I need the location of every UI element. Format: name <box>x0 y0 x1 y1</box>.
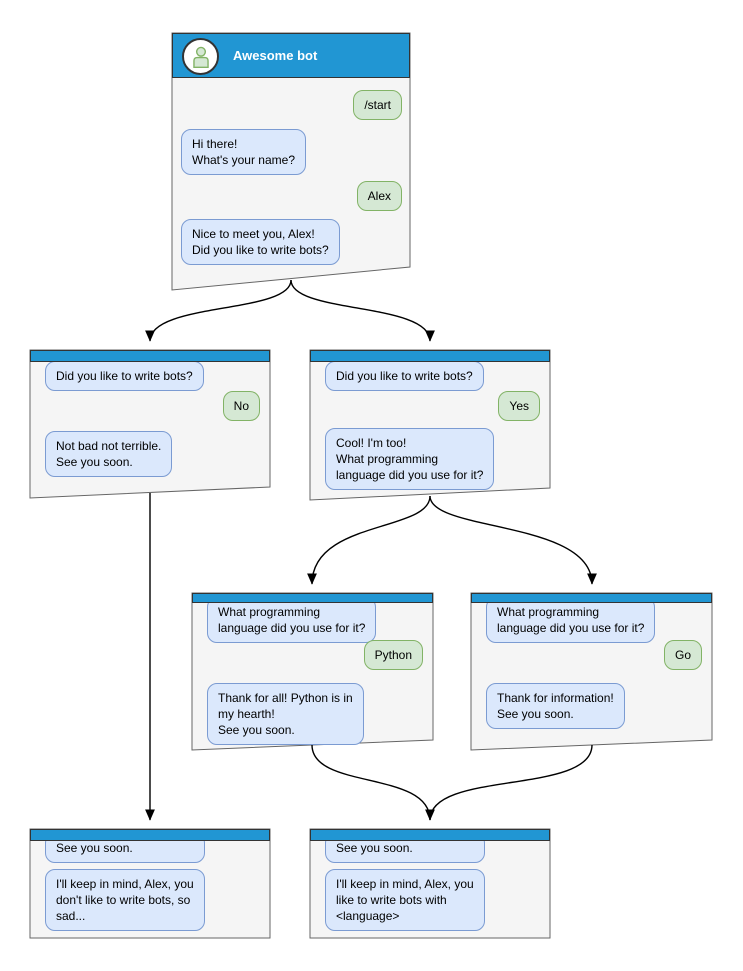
flow-arrow-yes-to-python <box>307 495 431 585</box>
chat-bubble-bot: What programming language did you use fo… <box>207 597 377 643</box>
chat-bubble-user: Alex <box>356 181 402 211</box>
flow-arrow-go-to-end <box>429 744 593 821</box>
chat-bubble-bot: Thank for information! See you soon. <box>486 683 625 729</box>
chat-bubble-bot: Thank for all! Python is in my hearth! S… <box>207 683 364 745</box>
window-header-start: Awesome bot <box>172 33 410 78</box>
chat-bubble-user: Go <box>663 640 702 670</box>
window-header-branch-yes <box>310 350 550 362</box>
window-header-end-yes <box>310 829 550 841</box>
flow-arrow-start-to-no <box>145 279 292 342</box>
window-header-branch-no <box>30 350 270 362</box>
avatar <box>182 38 219 75</box>
chat-bubble-bot: Hi there! What's your name? <box>181 129 307 175</box>
chat-bubble-bot: Nice to meet you, Alex! Did you like to … <box>181 219 340 265</box>
window-title: Awesome bot <box>233 48 318 63</box>
window-header-end-no <box>30 829 270 841</box>
flow-arrow-python-to-end <box>311 744 435 821</box>
flow-arrow-yes-to-go <box>429 495 597 585</box>
window-header-branch-python <box>192 593 433 603</box>
chat-bubble-bot: Did you like to write bots? <box>45 361 204 391</box>
chat-bubble-user: No <box>222 391 260 421</box>
chat-bubble-bot: I'll keep in mind, Alex, you don't like … <box>45 869 205 931</box>
chat-bubble-bot: Cool! I'm too! What programming language… <box>325 428 495 490</box>
person-icon <box>192 46 209 68</box>
chat-bubble-user: /start <box>353 90 402 120</box>
chat-bubble-bot: Not bad not terrible. See you soon. <box>45 431 173 477</box>
chat-bubble-user: Yes <box>498 391 540 421</box>
chat-bubble-bot: Did you like to write bots? <box>325 361 484 391</box>
window-header-branch-go <box>471 593 712 603</box>
chat-bubble-user: Python <box>363 640 423 670</box>
chat-bubble-bot: I'll keep in mind, Alex, you like to wri… <box>325 869 485 931</box>
flow-arrow-start-to-yes <box>290 279 435 342</box>
chat-bubble-bot: What programming language did you use fo… <box>486 597 656 643</box>
